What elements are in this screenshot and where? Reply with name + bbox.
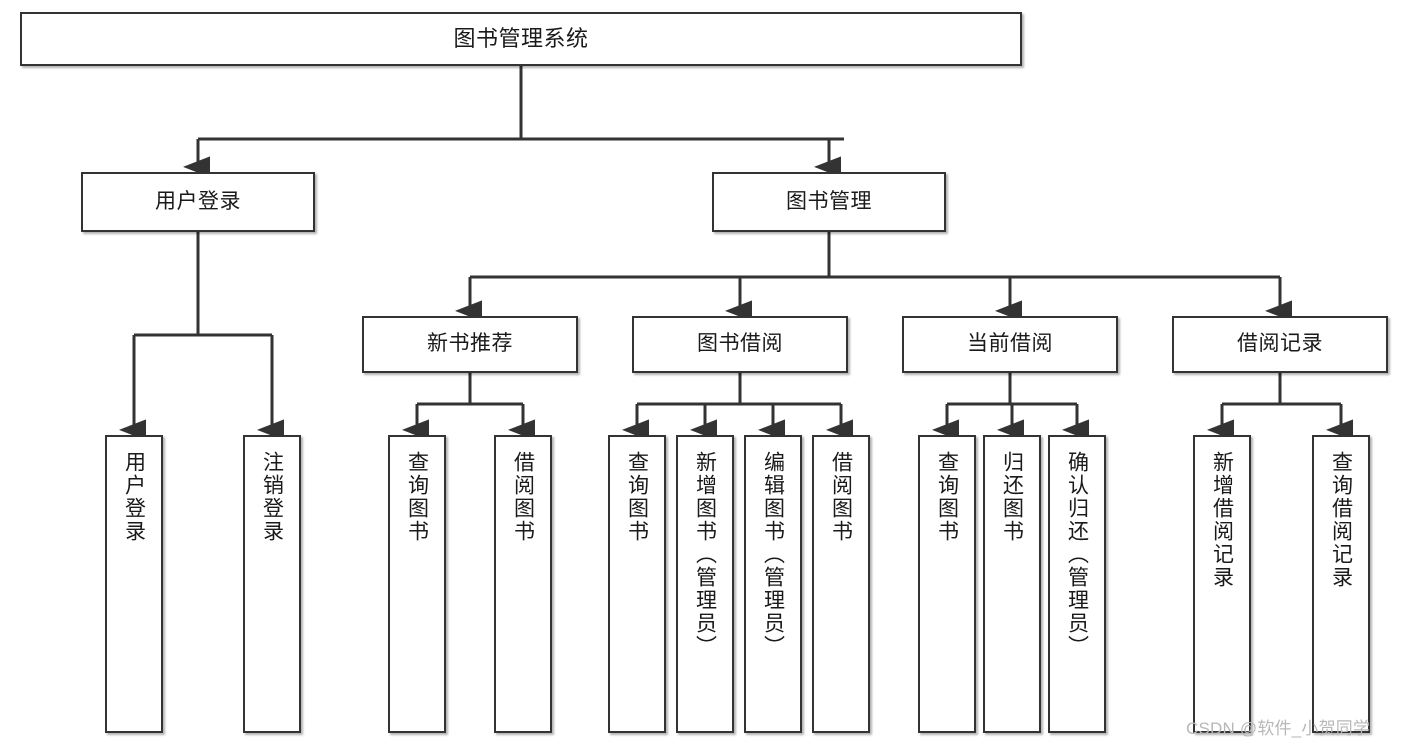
node-leaf-borrow-book-1[interactable]: 借阅图书: [494, 435, 552, 733]
node-leaf-user-login-label: 用户登录: [122, 451, 146, 543]
watermark: CSDN @软件_小贺同学: [1186, 719, 1371, 738]
node-leaf-borrow-book-2-label: 借阅图书: [829, 451, 853, 543]
node-leaf-query-book-1-label: 查询图书: [405, 451, 429, 543]
node-borrow-record[interactable]: 借阅记录: [1172, 316, 1388, 373]
node-leaf-return-book-label: 归还图书: [1000, 451, 1024, 543]
node-leaf-borrow-book-1-label: 借阅图书: [511, 451, 535, 543]
node-leaf-edit-book[interactable]: 编辑图书（管理员）: [744, 435, 802, 733]
node-leaf-user-login[interactable]: 用户登录: [105, 435, 163, 733]
node-leaf-query-book-2-label: 查询图书: [625, 451, 649, 543]
node-leaf-query-book-1[interactable]: 查询图书: [388, 435, 446, 733]
node-leaf-query-book-3-label: 查询图书: [935, 451, 959, 543]
node-leaf-confirm-return[interactable]: 确认归还（管理员）: [1048, 435, 1106, 733]
node-leaf-query-record-label: 查询借阅记录: [1329, 451, 1353, 589]
node-root-label: 图书管理系统: [453, 26, 589, 52]
node-current-borrow-label: 当前借阅: [967, 332, 1053, 356]
node-book-borrow[interactable]: 图书借阅: [632, 316, 848, 373]
node-leaf-add-record-label: 新增借阅记录: [1210, 451, 1234, 589]
node-leaf-user-logout[interactable]: 注销登录: [243, 435, 301, 733]
node-root[interactable]: 图书管理系统: [20, 12, 1022, 66]
node-user-login-label: 用户登录: [155, 189, 241, 213]
node-borrow-record-label: 借阅记录: [1237, 332, 1323, 356]
node-leaf-return-book[interactable]: 归还图书: [983, 435, 1041, 733]
node-leaf-add-book-label: 新增图书（管理员）: [693, 451, 717, 658]
node-current-borrow[interactable]: 当前借阅: [902, 316, 1118, 373]
node-leaf-add-record[interactable]: 新增借阅记录: [1193, 435, 1251, 733]
node-leaf-edit-book-label: 编辑图书（管理员）: [761, 451, 785, 658]
node-book-manage-label: 图书管理: [786, 189, 872, 213]
node-book-borrow-label: 图书借阅: [697, 332, 783, 356]
node-new-book-rec-label: 新书推荐: [427, 332, 513, 356]
node-leaf-add-book[interactable]: 新增图书（管理员）: [676, 435, 734, 733]
node-leaf-query-book-2[interactable]: 查询图书: [608, 435, 666, 733]
node-leaf-borrow-book-2[interactable]: 借阅图书: [812, 435, 870, 733]
node-leaf-confirm-return-label: 确认归还（管理员）: [1065, 451, 1089, 658]
node-user-login[interactable]: 用户登录: [81, 172, 315, 232]
node-book-manage[interactable]: 图书管理: [712, 172, 946, 232]
node-leaf-query-book-3[interactable]: 查询图书: [918, 435, 976, 733]
node-new-book-rec[interactable]: 新书推荐: [362, 316, 578, 373]
node-leaf-query-record[interactable]: 查询借阅记录: [1312, 435, 1370, 733]
node-leaf-user-logout-label: 注销登录: [260, 451, 284, 543]
